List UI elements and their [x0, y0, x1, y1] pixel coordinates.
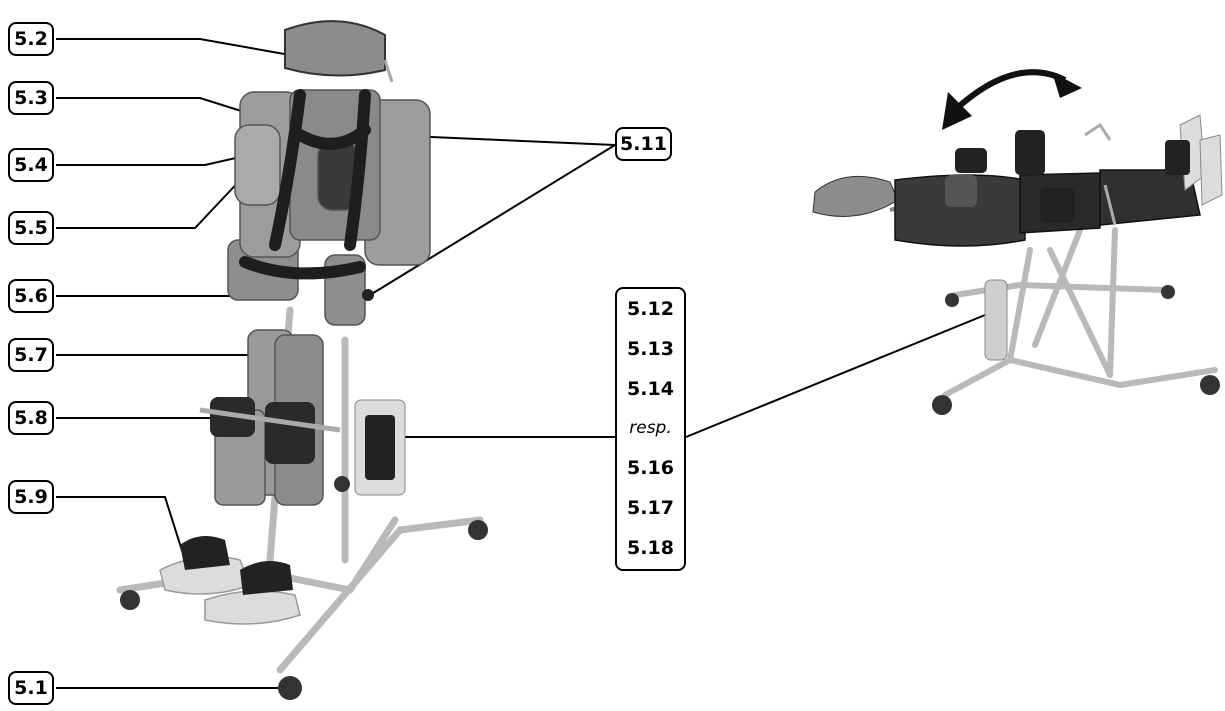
double-curved-arrow-icon	[942, 69, 1082, 130]
leader-5-2	[56, 38, 291, 56]
callout-5-5: 5.5	[8, 211, 54, 245]
callout-5-3: 5.3	[8, 81, 54, 115]
standing-frame-tilted-photo	[812, 114, 1223, 415]
headrest	[284, 20, 386, 77]
leader-5-9	[56, 496, 186, 561]
callout-5-4: 5.4	[8, 148, 54, 182]
callout-5-8: 5.8	[8, 401, 54, 435]
leader-stack-right	[685, 314, 986, 438]
stack-item-5-12: 5.12	[627, 297, 674, 320]
stack-item-5-13: 5.13	[627, 337, 674, 360]
stack-item-5-16: 5.16	[627, 456, 674, 479]
callout-5-2: 5.2	[8, 22, 54, 56]
leader-5-5	[56, 174, 246, 229]
stack-item-5-18: 5.18	[627, 537, 674, 560]
callout-5-7: 5.7	[8, 338, 54, 372]
callout-5-6: 5.6	[8, 279, 54, 313]
stack-item-5-17: 5.17	[627, 497, 674, 520]
callout-5-11: 5.11	[615, 127, 672, 161]
callout-5-1: 5.1	[8, 671, 54, 705]
callout-stack: 5.12 5.13 5.14 resp. 5.16 5.17 5.18	[615, 287, 686, 571]
standing-frame-upright-photo	[116, 20, 488, 700]
leader-5-3	[56, 97, 271, 121]
leader-5-11-b	[369, 144, 616, 296]
stack-item-resp: resp.	[629, 418, 672, 439]
stack-item-5-14: 5.14	[627, 378, 674, 401]
callout-5-9: 5.9	[8, 480, 54, 514]
